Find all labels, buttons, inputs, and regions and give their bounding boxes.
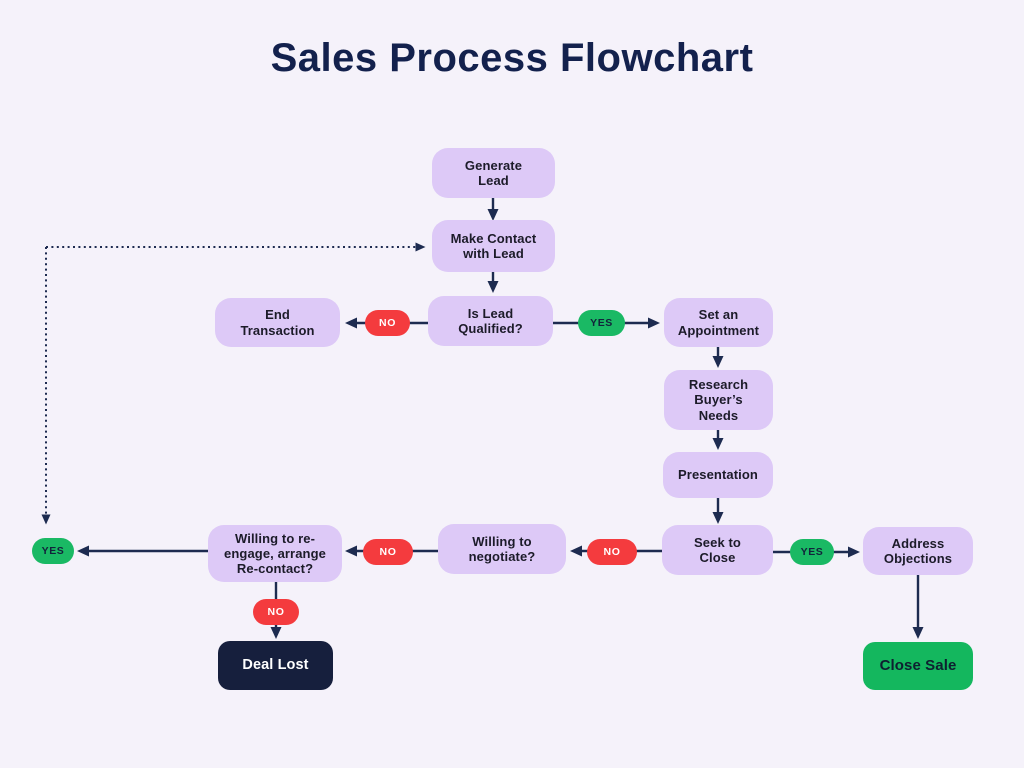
- node-address-objections: Address Objections: [863, 527, 973, 575]
- badge-no-qualified: NO: [365, 310, 410, 336]
- node-is-lead-qualified: Is Lead Qualified?: [428, 296, 553, 346]
- node-seek-to-close: Seek to Close: [662, 525, 773, 575]
- badge-no-negotiate: NO: [363, 539, 413, 565]
- node-deal-lost: Deal Lost: [218, 641, 333, 690]
- node-end-transaction: End Transaction: [215, 298, 340, 347]
- page-title: Sales Process Flowchart: [270, 36, 754, 80]
- node-set-an-appointment: Set an Appointment: [664, 298, 773, 347]
- badge-yes-qualified: YES: [578, 310, 625, 336]
- badge-yes-seek-to-close: YES: [790, 539, 834, 565]
- node-willing-to-reengage: Willing to re- engage, arrange Re-contac…: [208, 525, 342, 582]
- node-generate-lead: Generate Lead: [432, 148, 555, 198]
- node-presentation: Presentation: [663, 452, 773, 498]
- badge-yes-reengage-loop: YES: [32, 538, 74, 564]
- badge-no-reengage: NO: [253, 599, 299, 625]
- node-willing-to-negotiate: Willing to negotiate?: [438, 524, 566, 574]
- node-make-contact-with-lead: Make Contact with Lead: [432, 220, 555, 272]
- node-research-buyers-needs: Research Buyer’s Needs: [664, 370, 773, 430]
- badge-no-seek-to-close: NO: [587, 539, 637, 565]
- node-close-sale: Close Sale: [863, 642, 973, 690]
